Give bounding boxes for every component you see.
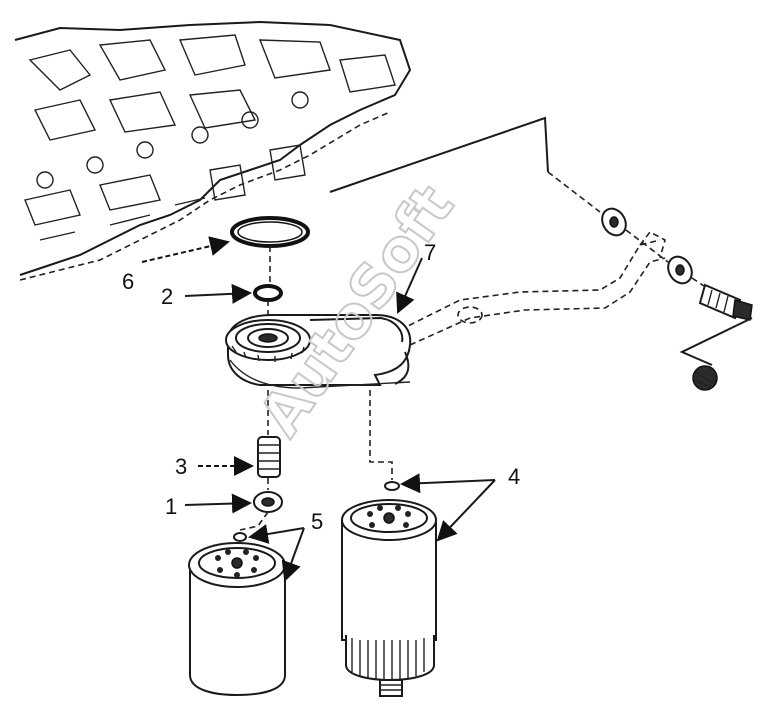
callout-5: 5 xyxy=(311,509,323,534)
bracket-bolt xyxy=(698,283,753,321)
leader-lines xyxy=(141,236,496,582)
callout-1: 1 xyxy=(165,494,177,519)
threaded-nipple-part-3 xyxy=(257,390,281,490)
o-ring-part-6 xyxy=(230,216,310,285)
filter-element-left-part-5 xyxy=(188,532,286,697)
mounting-bracket xyxy=(399,230,666,346)
callout-6: 6 xyxy=(122,269,134,294)
bracket-fastener-assembly xyxy=(329,116,753,391)
callout-2: 2 xyxy=(161,284,173,309)
callout-4: 4 xyxy=(508,464,520,489)
callout-7: 7 xyxy=(424,240,436,265)
bracket-screw xyxy=(692,365,718,391)
watermark-text: AutoSoft xyxy=(246,173,467,448)
callout-3: 3 xyxy=(175,454,187,479)
engine-block xyxy=(14,20,412,281)
water-separator-filter-part-4 xyxy=(341,390,437,697)
seal-nut-part-1 xyxy=(239,491,283,531)
filter-head-part-7 xyxy=(225,314,412,389)
seal-part-2 xyxy=(253,284,283,320)
